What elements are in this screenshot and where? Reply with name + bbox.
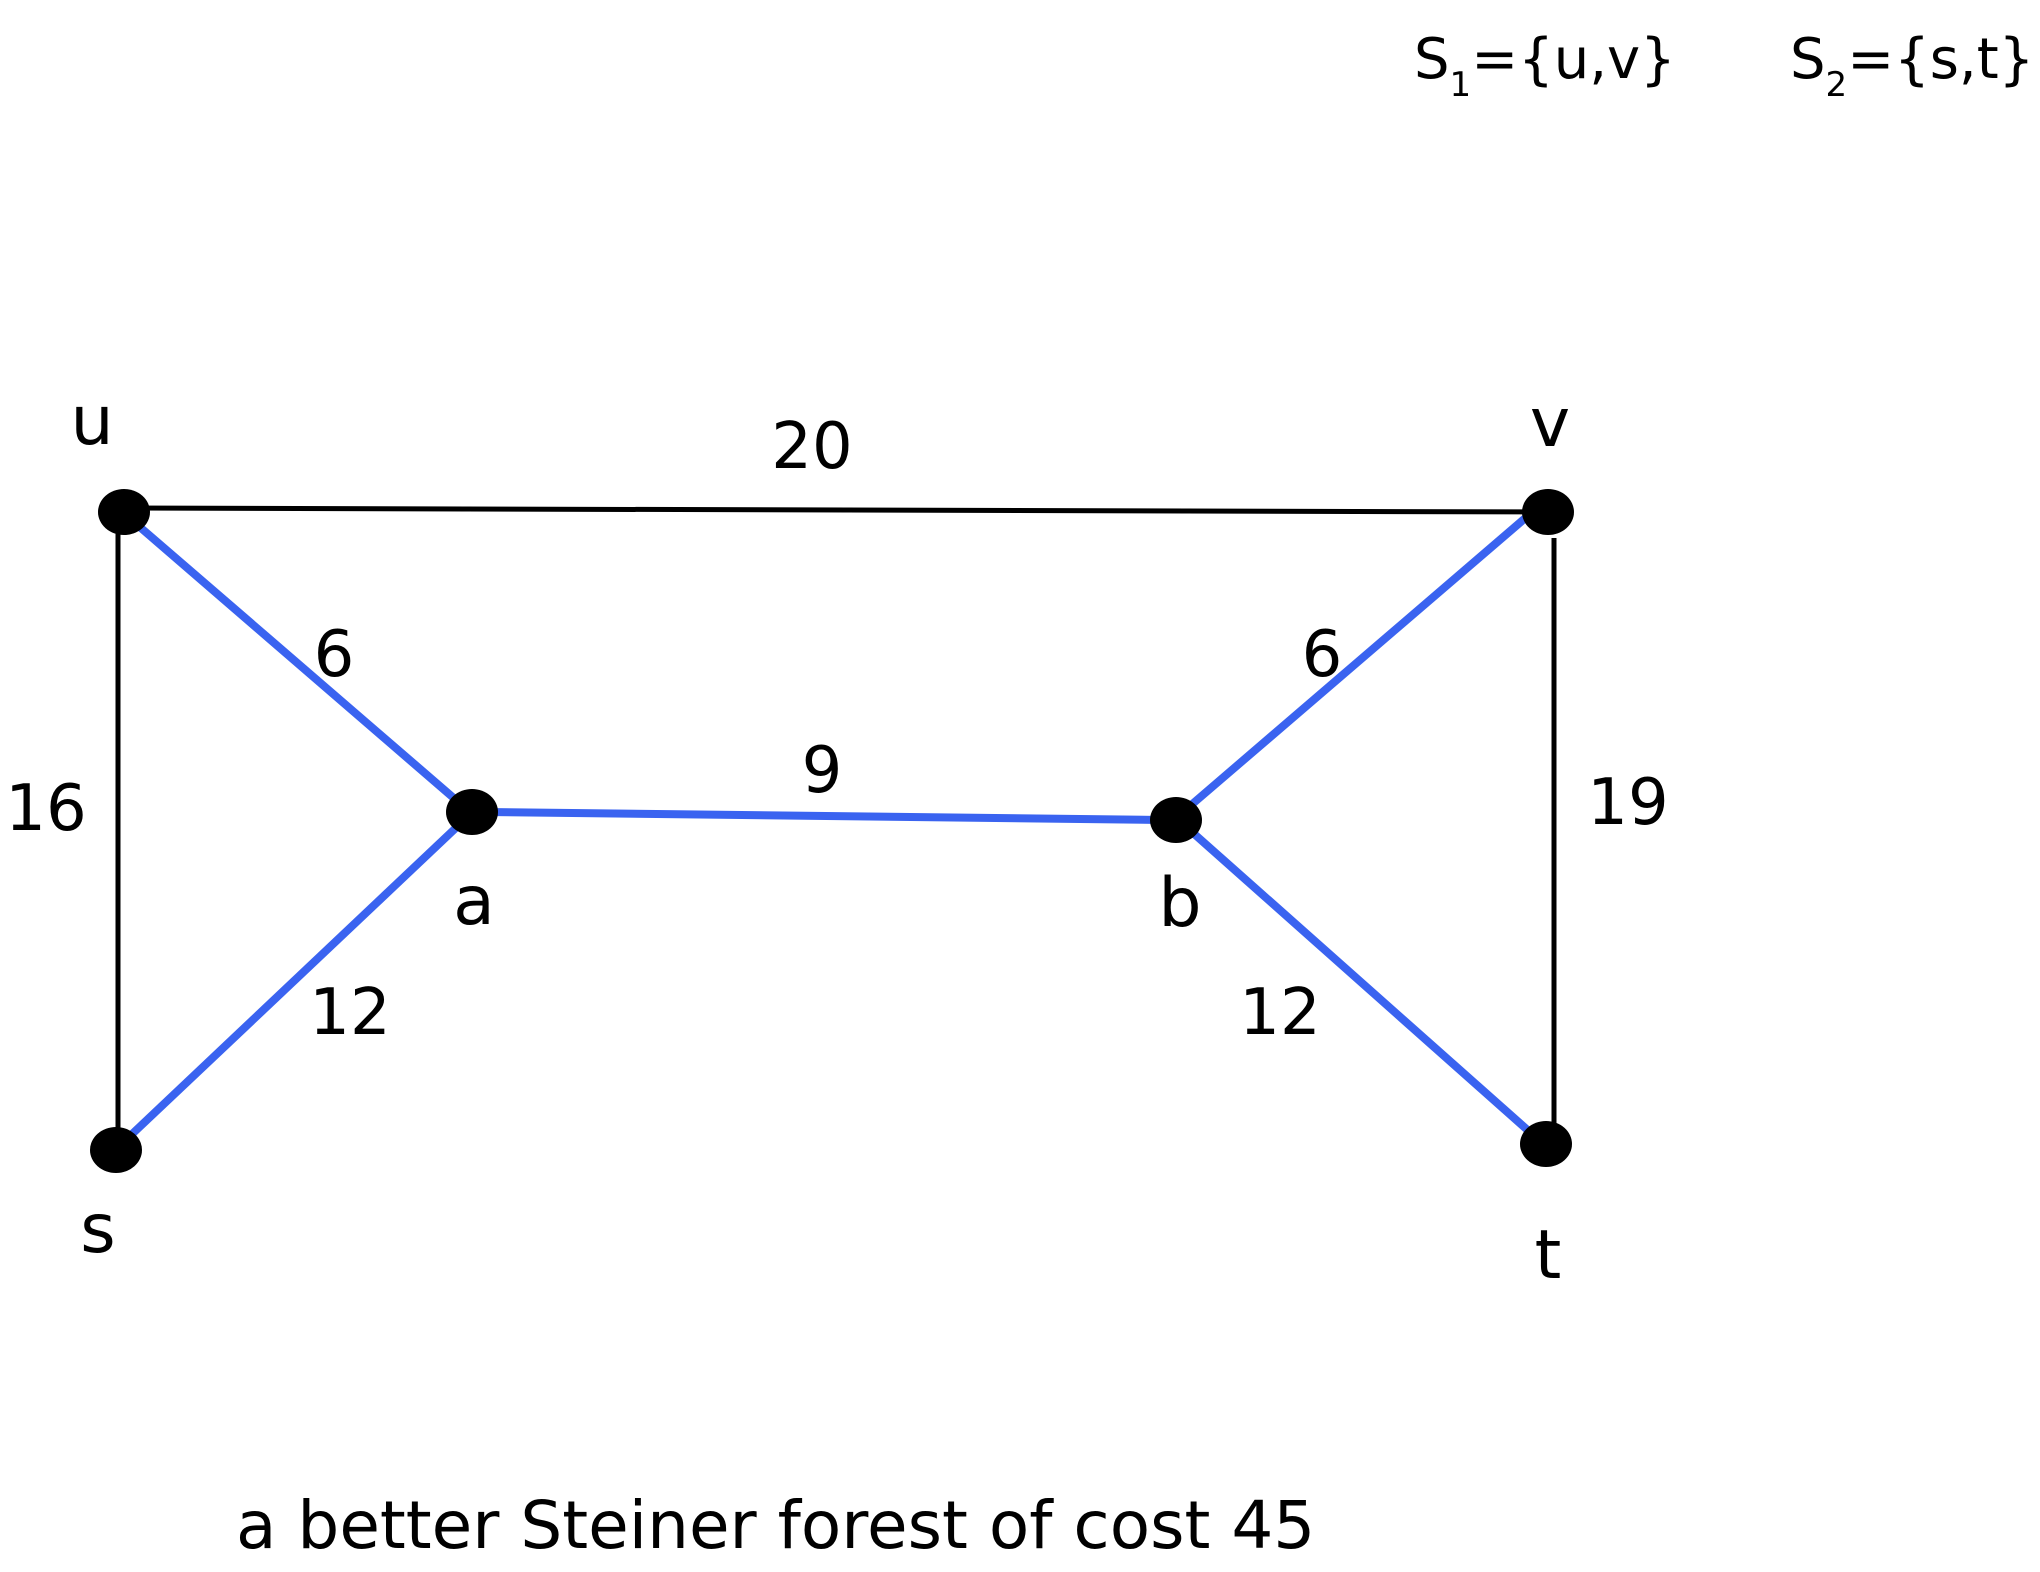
edge-weight-a-b: 9 (802, 734, 843, 808)
node-label-t: t (1535, 1216, 1562, 1295)
set-s1: S1={u,v} (1414, 27, 1676, 105)
node-label-a: a (453, 862, 495, 941)
set-s2: S2={s,t} (1790, 27, 2034, 105)
diagram-caption: a better Steiner forest of cost 45 (236, 1487, 1315, 1564)
set-definitions: S1={u,v} S2={s,t} (1414, 27, 2034, 105)
edge-b-t (1189, 829, 1535, 1137)
edge-a-b (485, 808, 1163, 824)
edge-weight-v-t: 19 (1587, 766, 1668, 840)
node-s (90, 1127, 142, 1173)
nodes (90, 489, 1574, 1173)
edge-weight-u-a: 6 (314, 618, 355, 692)
node-label-b: b (1158, 864, 1201, 943)
node-b (1150, 797, 1202, 843)
node-a (446, 789, 498, 835)
edge-weight-b-t: 12 (1239, 976, 1320, 1050)
edge-u-a (131, 518, 459, 804)
edges (115, 505, 1557, 1139)
node-label-v: v (1530, 384, 1570, 463)
node-u (98, 489, 150, 535)
node-t (1520, 1121, 1572, 1167)
edge-v-b (1187, 510, 1533, 810)
edge-s-a (127, 821, 463, 1139)
edge-u-v (123, 505, 1549, 515)
node-labels: u v a b s t (70, 382, 1570, 1295)
node-label-s: s (80, 1190, 115, 1269)
edge-weights: 20 16 19 6 6 9 12 12 (5, 410, 1668, 1050)
node-label-u: u (70, 382, 113, 461)
edge-weight-s-a: 12 (309, 976, 390, 1050)
edge-weight-u-s: 16 (5, 772, 86, 846)
node-v (1522, 489, 1574, 535)
edge-weight-u-v: 20 (771, 410, 852, 484)
edge-weight-v-b: 6 (1302, 618, 1343, 692)
